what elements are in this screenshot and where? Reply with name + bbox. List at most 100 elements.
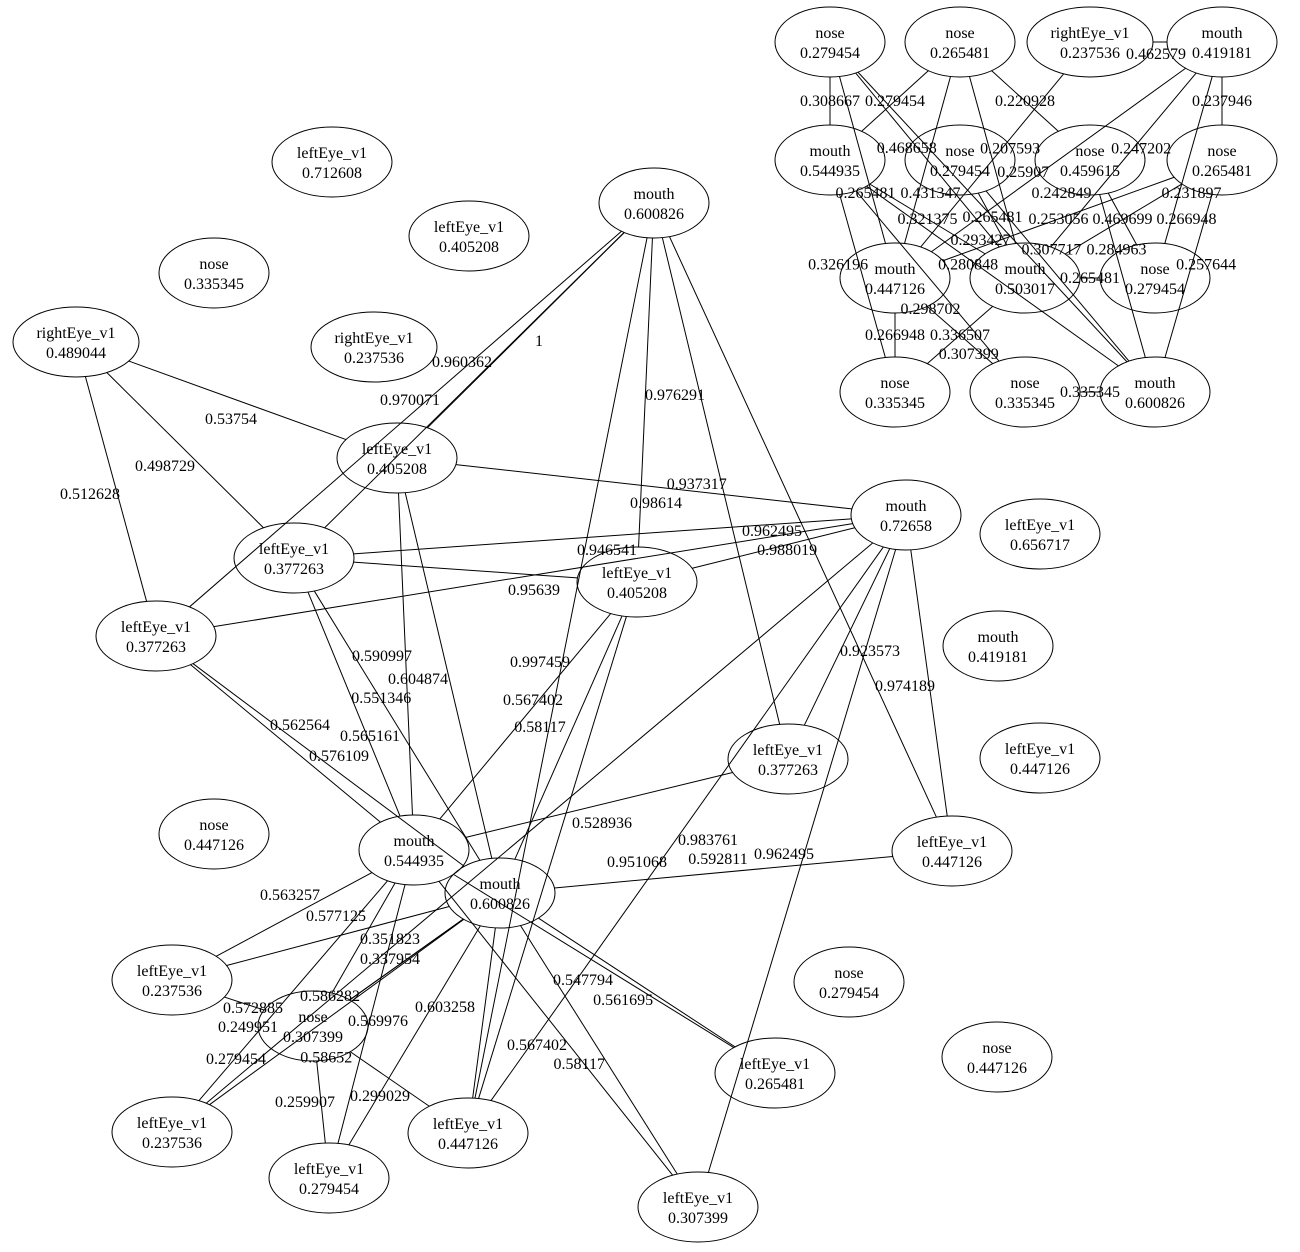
graph-node[interactable]: leftEye_v10.656717 bbox=[979, 498, 1101, 570]
edge-7-13 bbox=[803, 548, 891, 726]
edge-29-33 bbox=[991, 70, 1059, 132]
node-label: rightEye_v1 bbox=[334, 330, 413, 347]
edge-16-24 bbox=[198, 880, 389, 1102]
graph-node[interactable]: leftEye_v10.307399 bbox=[637, 1171, 759, 1243]
edge-weight-label: 0.98614 bbox=[630, 495, 682, 512]
node-label: leftEye_v1 bbox=[602, 565, 672, 582]
edge-6-7 bbox=[455, 464, 852, 510]
edge-16-21 bbox=[331, 882, 396, 994]
node-ellipse bbox=[850, 479, 962, 551]
edge-weight-label: 0.983761 bbox=[678, 832, 738, 849]
node-value: 0.447126 bbox=[967, 1060, 1027, 1077]
edge-weight-label: 0.563257 bbox=[260, 887, 320, 904]
edge-9-18 bbox=[313, 590, 481, 861]
node-ellipse bbox=[111, 1096, 233, 1168]
graph-node[interactable]: rightEye_v10.489044 bbox=[12, 306, 140, 378]
graph-node[interactable]: rightEye_v10.237536 bbox=[310, 311, 438, 383]
graph-node[interactable]: leftEye_v10.447126 bbox=[407, 1097, 529, 1169]
edge-18-26 bbox=[348, 925, 481, 1146]
edge-weight-label: 0.569976 bbox=[348, 1013, 408, 1030]
edge-weight-label: 0.572885 bbox=[223, 1000, 283, 1017]
node-label: mouth bbox=[886, 498, 927, 515]
edge-weight-label: 0.576109 bbox=[309, 748, 369, 765]
edges-layer bbox=[84, 41, 1223, 1176]
graph-node[interactable]: leftEye_v10.405208 bbox=[408, 200, 530, 272]
edge-10-18 bbox=[514, 615, 623, 860]
edge-7-17 bbox=[910, 549, 948, 817]
edge-3-9 bbox=[106, 372, 264, 529]
graph-node[interactable]: leftEye_v10.279454 bbox=[268, 1142, 390, 1214]
node-value: 0.419181 bbox=[1192, 45, 1252, 62]
graph-node[interactable]: leftEye_v10.405208 bbox=[576, 546, 698, 618]
graph-node[interactable]: leftEye_v10.712608 bbox=[271, 126, 393, 198]
graph-node[interactable]: leftEye_v10.377263 bbox=[95, 600, 217, 672]
edge-18-23 bbox=[538, 917, 736, 1048]
node-label: mouth bbox=[1135, 375, 1176, 392]
edge-weight-label: 0.257644 bbox=[1176, 257, 1236, 274]
edge-9-7 bbox=[353, 518, 852, 555]
node-label: nose bbox=[880, 375, 909, 392]
node-label: leftEye_v1 bbox=[433, 1116, 503, 1133]
graph-node[interactable]: leftEye_v10.405208 bbox=[336, 422, 458, 494]
edge-weight-label: 0.293427 bbox=[951, 232, 1011, 249]
node-ellipse bbox=[408, 200, 530, 272]
node-label: leftEye_v1 bbox=[121, 619, 191, 636]
node-value: 0.419181 bbox=[968, 649, 1028, 666]
node-ellipse bbox=[268, 1142, 390, 1214]
edge-weight-label: 0.307717 bbox=[1021, 242, 1081, 259]
node-ellipse bbox=[941, 1021, 1053, 1093]
node-value: 0.265481 bbox=[745, 1076, 805, 1093]
graph-node[interactable]: leftEye_v10.377263 bbox=[233, 522, 355, 594]
node-label: nose bbox=[1140, 261, 1169, 278]
node-ellipse bbox=[839, 242, 951, 314]
graph-node[interactable]: leftEye_v10.447126 bbox=[979, 722, 1101, 794]
edge-5-25 bbox=[474, 237, 648, 1099]
graph-node[interactable]: leftEye_v10.265481 bbox=[714, 1037, 836, 1109]
graph-node[interactable]: leftEye_v10.237536 bbox=[111, 1096, 233, 1168]
edge-7-24 bbox=[205, 542, 874, 1104]
node-label: mouth bbox=[394, 833, 435, 850]
graph-node[interactable]: leftEye_v10.237536 bbox=[111, 944, 233, 1016]
node-ellipse bbox=[358, 814, 470, 886]
edge-10-7 bbox=[692, 527, 855, 569]
edge-30-38 bbox=[1050, 72, 1197, 248]
graph-node[interactable]: rightEye_v10.237536 bbox=[1026, 6, 1154, 78]
node-label: nose bbox=[945, 143, 974, 160]
node-value: 0.335345 bbox=[184, 276, 244, 293]
node-label: leftEye_v1 bbox=[1005, 741, 1075, 758]
edge-weight-label: 0.58652 bbox=[300, 1049, 352, 1066]
graph-node[interactable]: leftEye_v10.377263 bbox=[727, 723, 849, 795]
edge-weight-label: 0.25907 bbox=[997, 164, 1049, 181]
edge-30-37 bbox=[931, 67, 1186, 253]
node-value: 0.335345 bbox=[995, 395, 1055, 412]
edge-38-40 bbox=[926, 305, 994, 365]
node-label: mouth bbox=[875, 261, 916, 278]
node-value: 0.656717 bbox=[1010, 537, 1070, 554]
node-ellipse bbox=[257, 990, 369, 1062]
node-ellipse bbox=[271, 126, 393, 198]
graph-node[interactable]: leftEye_v10.447126 bbox=[891, 815, 1013, 887]
